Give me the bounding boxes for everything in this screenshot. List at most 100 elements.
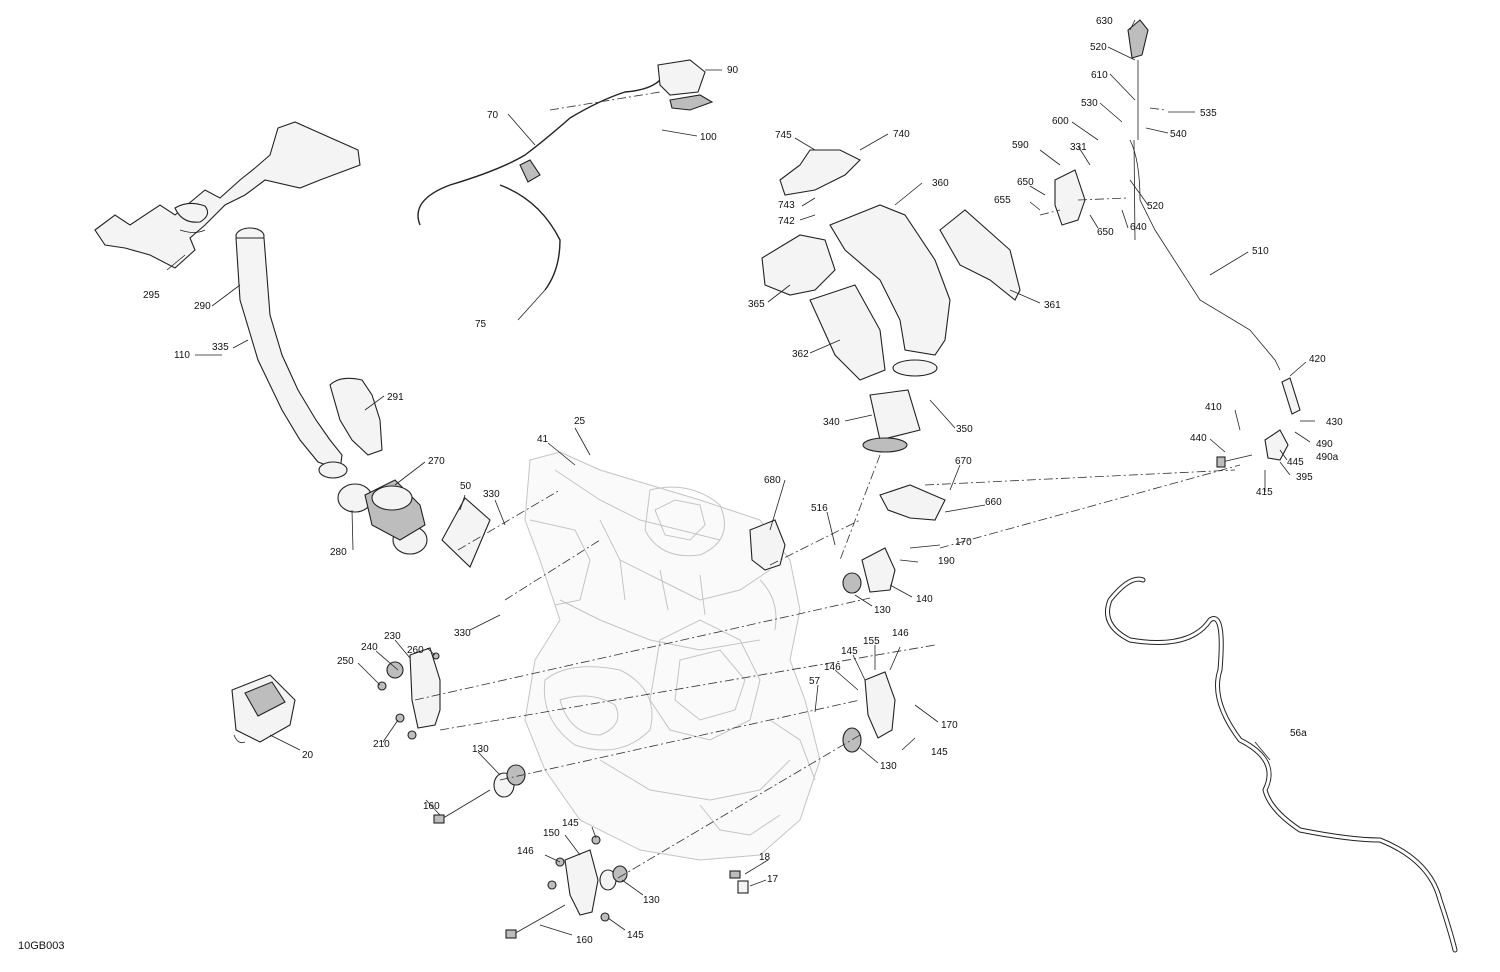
filter-340: [862, 359, 938, 453]
bracket-155: [864, 671, 896, 739]
engine-mount-bottom: [505, 835, 628, 939]
rubber-mount-130-right: [842, 572, 862, 753]
callout-365: 365: [748, 299, 765, 310]
engine-mount-left: [377, 647, 441, 740]
callout-590: 590: [1012, 140, 1029, 151]
callout-160-bottom: 160: [576, 935, 593, 946]
callout-230: 230: [384, 631, 401, 642]
callout-640: 640: [1130, 222, 1147, 233]
callout-130-left: 130: [472, 744, 489, 755]
callout-250: 250: [337, 656, 354, 667]
callout-150: 150: [543, 828, 560, 839]
engine-block-ghost: [524, 451, 821, 861]
callout-745: 745: [775, 130, 792, 141]
diagram-code: 10GB003: [18, 940, 64, 952]
callout-740: 740: [893, 129, 910, 140]
callout-291: 291: [387, 392, 404, 403]
heat-shield-295: [94, 121, 361, 269]
callout-520-bottom: 520: [1147, 201, 1164, 212]
bolt-160-upper: [433, 789, 491, 824]
callout-160-top: 160: [423, 801, 440, 812]
callout-labels: 630 520 610 530 535 540 600 331 590 650 …: [18, 16, 1343, 952]
callout-540: 540: [1170, 129, 1187, 140]
callout-56a: 56a: [1290, 728, 1307, 739]
callout-362: 362: [792, 349, 809, 360]
callout-130-right-bottom: 130: [880, 761, 897, 772]
callout-680: 680: [764, 475, 781, 486]
callout-70: 70: [487, 110, 499, 121]
callout-670: 670: [955, 456, 972, 467]
shift-linkage: [1216, 377, 1301, 468]
callout-650-left: 650: [1017, 177, 1034, 188]
callout-330-bottom: 330: [454, 628, 471, 639]
callout-361: 361: [1044, 300, 1061, 311]
callout-516: 516: [811, 503, 828, 514]
callout-145-right-bottom: 145: [931, 747, 948, 758]
shield-362: [809, 284, 886, 381]
vent-hose-56a: [1105, 576, 1458, 953]
callout-25: 25: [574, 416, 586, 427]
callout-630: 630: [1096, 16, 1113, 27]
duct-360: [829, 204, 951, 356]
callout-145-bottom: 145: [627, 930, 644, 941]
callout-75: 75: [475, 319, 487, 330]
callout-140: 140: [916, 594, 933, 605]
callout-330-top: 330: [483, 489, 500, 500]
callout-130-right-top: 130: [874, 605, 891, 616]
leader-lines: [166, 19, 1315, 936]
sensor-90: [657, 59, 714, 111]
duct-cover-291: [329, 377, 383, 456]
callout-415: 415: [1256, 487, 1273, 498]
callout-170-bottom: 170: [941, 720, 958, 731]
callout-490a: 490a: [1316, 452, 1339, 463]
callout-510: 510: [1252, 246, 1269, 257]
callout-110: 110: [174, 350, 190, 361]
shift-mechanism-590: [1054, 169, 1086, 226]
callout-170-top: 170: [955, 537, 972, 548]
callout-410: 410: [1205, 402, 1222, 413]
callout-445: 445: [1287, 457, 1304, 468]
callout-655: 655: [994, 195, 1011, 206]
callout-146-mid: 146: [824, 662, 841, 673]
callout-190: 190: [938, 556, 955, 567]
callout-57: 57: [809, 676, 821, 687]
callout-660: 660: [985, 497, 1002, 508]
callout-290: 290: [194, 301, 211, 312]
callout-260: 260: [407, 645, 424, 656]
bracket-680: [749, 519, 786, 571]
callout-430: 430: [1326, 417, 1343, 428]
callout-610: 610: [1091, 70, 1108, 81]
callout-50: 50: [460, 481, 472, 492]
control-box-20: [231, 674, 296, 744]
callout-100: 100: [700, 132, 717, 143]
callout-17: 17: [767, 874, 779, 885]
callout-146-right: 146: [892, 628, 909, 639]
intake-duct-290: [235, 227, 348, 479]
callout-490: 490: [1316, 439, 1333, 450]
callout-155: 155: [863, 636, 880, 647]
callout-146-bottom: 146: [517, 846, 534, 857]
bracket-140: [861, 547, 896, 593]
plate-660: [879, 484, 946, 521]
elbow-365: [761, 234, 836, 296]
intake-boot-270: [364, 479, 426, 541]
callout-420: 420: [1309, 354, 1326, 365]
shift-lever: [1127, 19, 1281, 371]
callout-520-top: 520: [1090, 42, 1107, 53]
callout-360: 360: [932, 178, 949, 189]
callout-295: 295: [143, 290, 160, 301]
callout-145-bottom-top: 145: [562, 818, 579, 829]
callout-395: 395: [1296, 472, 1313, 483]
callout-270: 270: [428, 456, 445, 467]
callout-340: 340: [823, 417, 840, 428]
callout-743: 743: [778, 200, 795, 211]
callout-130-bottom: 130: [643, 895, 660, 906]
rubber-mount-130-a: [493, 764, 526, 798]
gasket-50: [441, 497, 491, 568]
callout-335: 335: [212, 342, 229, 353]
callout-530: 530: [1081, 98, 1098, 109]
callout-240: 240: [361, 642, 378, 653]
callout-600: 600: [1052, 116, 1069, 127]
